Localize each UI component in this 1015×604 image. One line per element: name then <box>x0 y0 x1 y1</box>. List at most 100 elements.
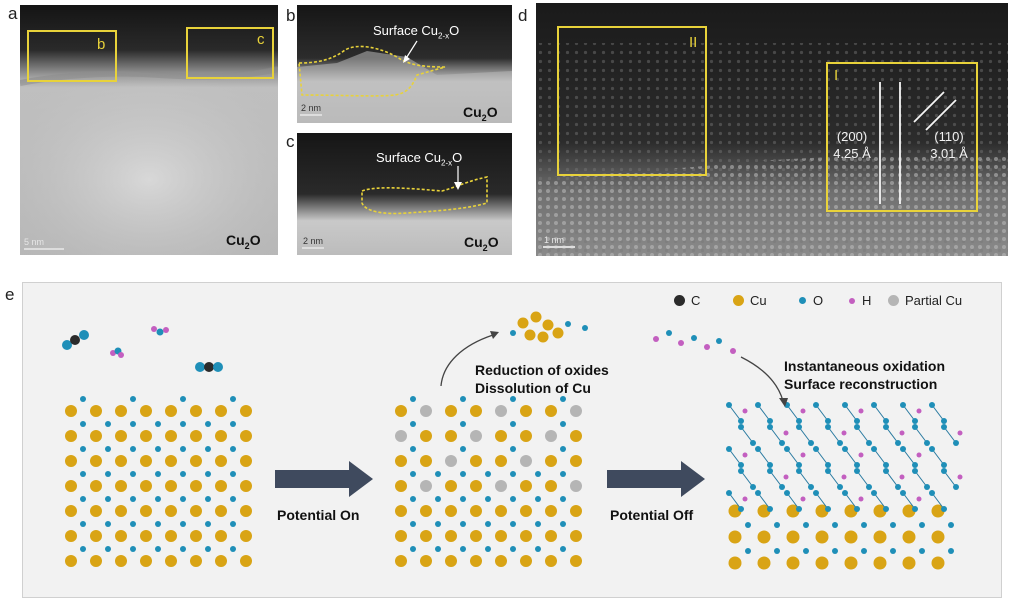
bond-line <box>798 426 812 444</box>
highlight-box-c <box>186 27 274 79</box>
scale-bar-label-d: 1 nm <box>544 235 565 245</box>
cu-atom <box>90 480 102 492</box>
highlight-box-b <box>27 30 117 82</box>
o-atom <box>80 396 86 402</box>
cu-atom <box>445 480 457 492</box>
o-atom <box>130 496 136 502</box>
h-atom <box>858 452 864 458</box>
cu-atom <box>445 530 457 542</box>
o-atom <box>738 468 744 474</box>
partial-cu-atom <box>570 405 582 417</box>
cu-atom <box>165 430 177 442</box>
cu-atom <box>524 329 536 341</box>
o-atom <box>62 340 72 350</box>
scale-bar-b <box>300 114 322 116</box>
bond-line <box>873 492 887 510</box>
partial-cu-atom <box>545 430 557 442</box>
cu-atom <box>420 555 432 567</box>
o-atom <box>912 468 918 474</box>
legend-item-partial-cu: Partial Cu <box>888 293 962 308</box>
cu-atom <box>215 455 227 467</box>
o-atom <box>854 506 860 512</box>
cu-atom <box>445 555 457 567</box>
partial-cu-atom <box>495 405 507 417</box>
o-atom <box>460 396 466 402</box>
o-atom <box>510 396 516 402</box>
panel-label-b: b <box>286 6 296 25</box>
cu-atom <box>495 430 507 442</box>
cu-atom <box>215 530 227 542</box>
cu-atom <box>90 430 102 442</box>
bond-line <box>943 426 957 444</box>
o-atom <box>80 496 86 502</box>
o-atom <box>825 506 831 512</box>
o-atom <box>180 471 186 477</box>
o-atom <box>726 446 732 452</box>
material-label-c: Cu2O <box>464 234 499 253</box>
cu-atom <box>520 430 532 442</box>
o-atom <box>866 440 872 446</box>
o-atom <box>180 396 186 402</box>
o-atom <box>485 521 491 527</box>
h-atom <box>916 408 922 414</box>
o-atom <box>230 521 236 527</box>
bond-line <box>757 448 771 466</box>
h-atom <box>957 474 963 480</box>
o-atom <box>825 468 831 474</box>
o-atom <box>919 548 925 554</box>
o-atom <box>205 521 211 527</box>
cu-atom <box>395 530 407 542</box>
h-atom <box>118 352 124 358</box>
o-atom <box>460 521 466 527</box>
o-atom <box>410 496 416 502</box>
cu-atom <box>445 430 457 442</box>
bond-line <box>728 448 742 466</box>
cu-atom <box>165 480 177 492</box>
o-atom <box>767 468 773 474</box>
scale-bar-label-a: 5 nm <box>24 237 45 247</box>
bond-line <box>931 404 945 422</box>
highlight-box-I <box>826 62 978 212</box>
cu-atom <box>757 504 771 518</box>
o-atom <box>808 440 814 446</box>
o-atom <box>755 490 761 496</box>
cu-atom <box>395 555 407 567</box>
o-atom <box>738 462 744 468</box>
o-atom <box>80 471 86 477</box>
o-atom <box>230 471 236 477</box>
h-atom <box>899 430 905 436</box>
o-atom <box>941 424 947 430</box>
cu-atom <box>165 405 177 417</box>
cu-atom <box>165 455 177 467</box>
o-atom <box>130 521 136 527</box>
o-atom <box>900 446 906 452</box>
bond-line <box>827 470 841 488</box>
cu-atom <box>140 505 152 517</box>
cu-atom <box>395 405 407 417</box>
bond-line <box>885 470 899 488</box>
cu-atom <box>902 504 916 518</box>
o-atom <box>460 446 466 452</box>
cu-atom <box>215 405 227 417</box>
bond-line <box>931 492 945 510</box>
o-atom <box>895 440 901 446</box>
o-atom <box>205 546 211 552</box>
cu-atom <box>140 480 152 492</box>
o-atom <box>130 421 136 427</box>
hydrogen-atom-icon <box>849 298 855 304</box>
cu-atom <box>420 430 432 442</box>
cu-atom <box>844 530 858 544</box>
o-atom <box>895 484 901 490</box>
o-atom <box>205 471 211 477</box>
o-atom <box>435 521 441 527</box>
h-atom <box>916 496 922 502</box>
micrograph-d <box>536 3 1008 256</box>
cu-atom <box>90 555 102 567</box>
o-atom <box>80 521 86 527</box>
o-atom <box>953 440 959 446</box>
o-atom <box>842 490 848 496</box>
o-atom <box>205 446 211 452</box>
bond-line <box>931 448 945 466</box>
partial-cu-atom <box>570 480 582 492</box>
o-atom <box>871 490 877 496</box>
